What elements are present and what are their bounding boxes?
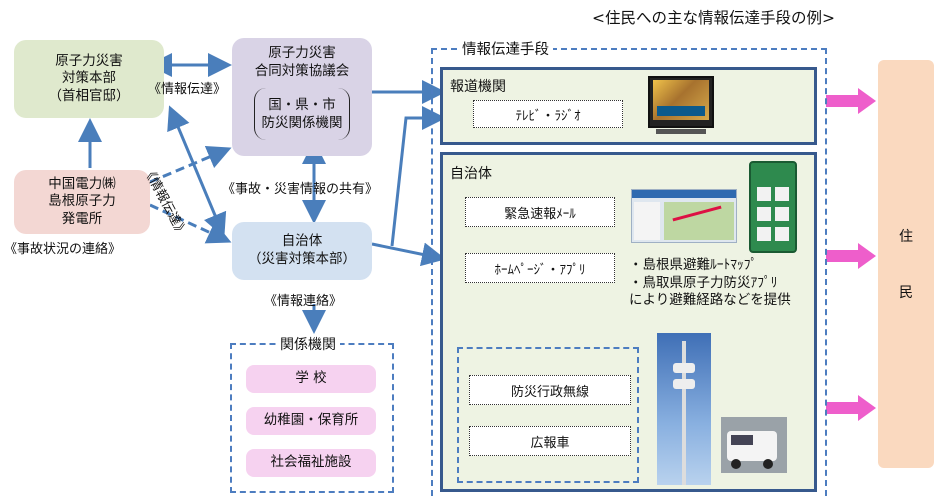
arrow-municipality-media-branch	[390, 106, 446, 247]
pr-car-photo	[721, 417, 787, 473]
app-description: ・島根県避難ﾙｰﾄﾏｯﾌﾟ ・鳥取県原子力防災ｱﾌﾟﾘ により避難経路などを提供	[629, 257, 791, 309]
arrow-diagonal-double	[167, 105, 227, 238]
label-accident-contact: 《事故状況の連絡》	[4, 242, 122, 257]
related-item-school: 学 校	[246, 365, 376, 393]
related-item-nursery: 幼稚園・保育所	[246, 407, 376, 435]
diagram-title: <住民への主な情報伝達手段の例>	[592, 9, 835, 27]
related-item-welfare: 社会福祉施設	[246, 449, 376, 477]
residents-box: 住 民	[878, 60, 934, 468]
emergency-mail-box: 緊急速報ﾒｰﾙ	[465, 197, 615, 227]
local-gov-title: 自治体	[450, 166, 492, 182]
tv-radio-box: ﾃﾚﾋﾞ・ﾗｼﾞｵ	[473, 100, 623, 128]
residents-char-1: 住	[899, 229, 913, 245]
radio-car-subgroup	[457, 347, 639, 483]
related-orgs-title: 関係機関	[276, 334, 340, 354]
joint-council-box: 原子力災害 合同対策協議会 国・県・市 防災関係機関	[232, 38, 372, 156]
disaster-radio-box: 防災行政無線	[469, 375, 631, 405]
radio-tower-photo	[657, 333, 711, 485]
label-info-transfer-top: 《情報伝達》	[148, 82, 227, 97]
pink-arrow-media	[826, 88, 876, 114]
chugoku-electric-box: 中国電力㈱ 島根原子力 発電所	[14, 170, 150, 234]
pink-arrow-localgov	[826, 243, 876, 269]
nuclear-hq-box: 原子力災害 対策本部 （首相官邸）	[14, 40, 164, 118]
media-title: 報道機関	[450, 79, 506, 95]
related-orgs-group: 学 校 幼稚園・保育所 社会福祉施設	[230, 343, 394, 493]
municipality-box: 自治体 （災害対策本部）	[232, 222, 372, 280]
pink-arrow-radio	[826, 395, 876, 421]
tv-photo	[648, 76, 714, 136]
arrow-municipality-localgov	[371, 242, 446, 267]
evacuation-map-thumbnail	[631, 189, 737, 243]
residents-char-2: 民	[899, 285, 913, 301]
media-panel: 報道機関 ﾃﾚﾋﾞ・ﾗｼﾞｵ	[440, 67, 817, 145]
homepage-app-box: ﾎｰﾑﾍﾟｰｼﾞ・ｱﾌﾟﾘ	[465, 253, 615, 283]
pr-car-box: 広報車	[469, 426, 631, 456]
info-means-title: 情報伝達手段	[458, 38, 553, 59]
local-gov-panel: 自治体 緊急速報ﾒｰﾙ ﾎｰﾑﾍﾟｰｼﾞ・ｱﾌﾟﾘ ・島根県避難ﾙｰﾄﾏｯﾌﾟ …	[440, 152, 817, 492]
label-info-contact: 《情報連絡》	[264, 294, 343, 309]
disaster-app-thumbnail	[749, 161, 797, 253]
label-info-share: 《事故・災害情報の共有》	[222, 182, 379, 197]
info-means-group	[431, 48, 827, 496]
council-members: 国・県・市 防災関係機関	[254, 88, 350, 140]
council-title: 原子力災害 合同対策協議会	[254, 45, 350, 79]
